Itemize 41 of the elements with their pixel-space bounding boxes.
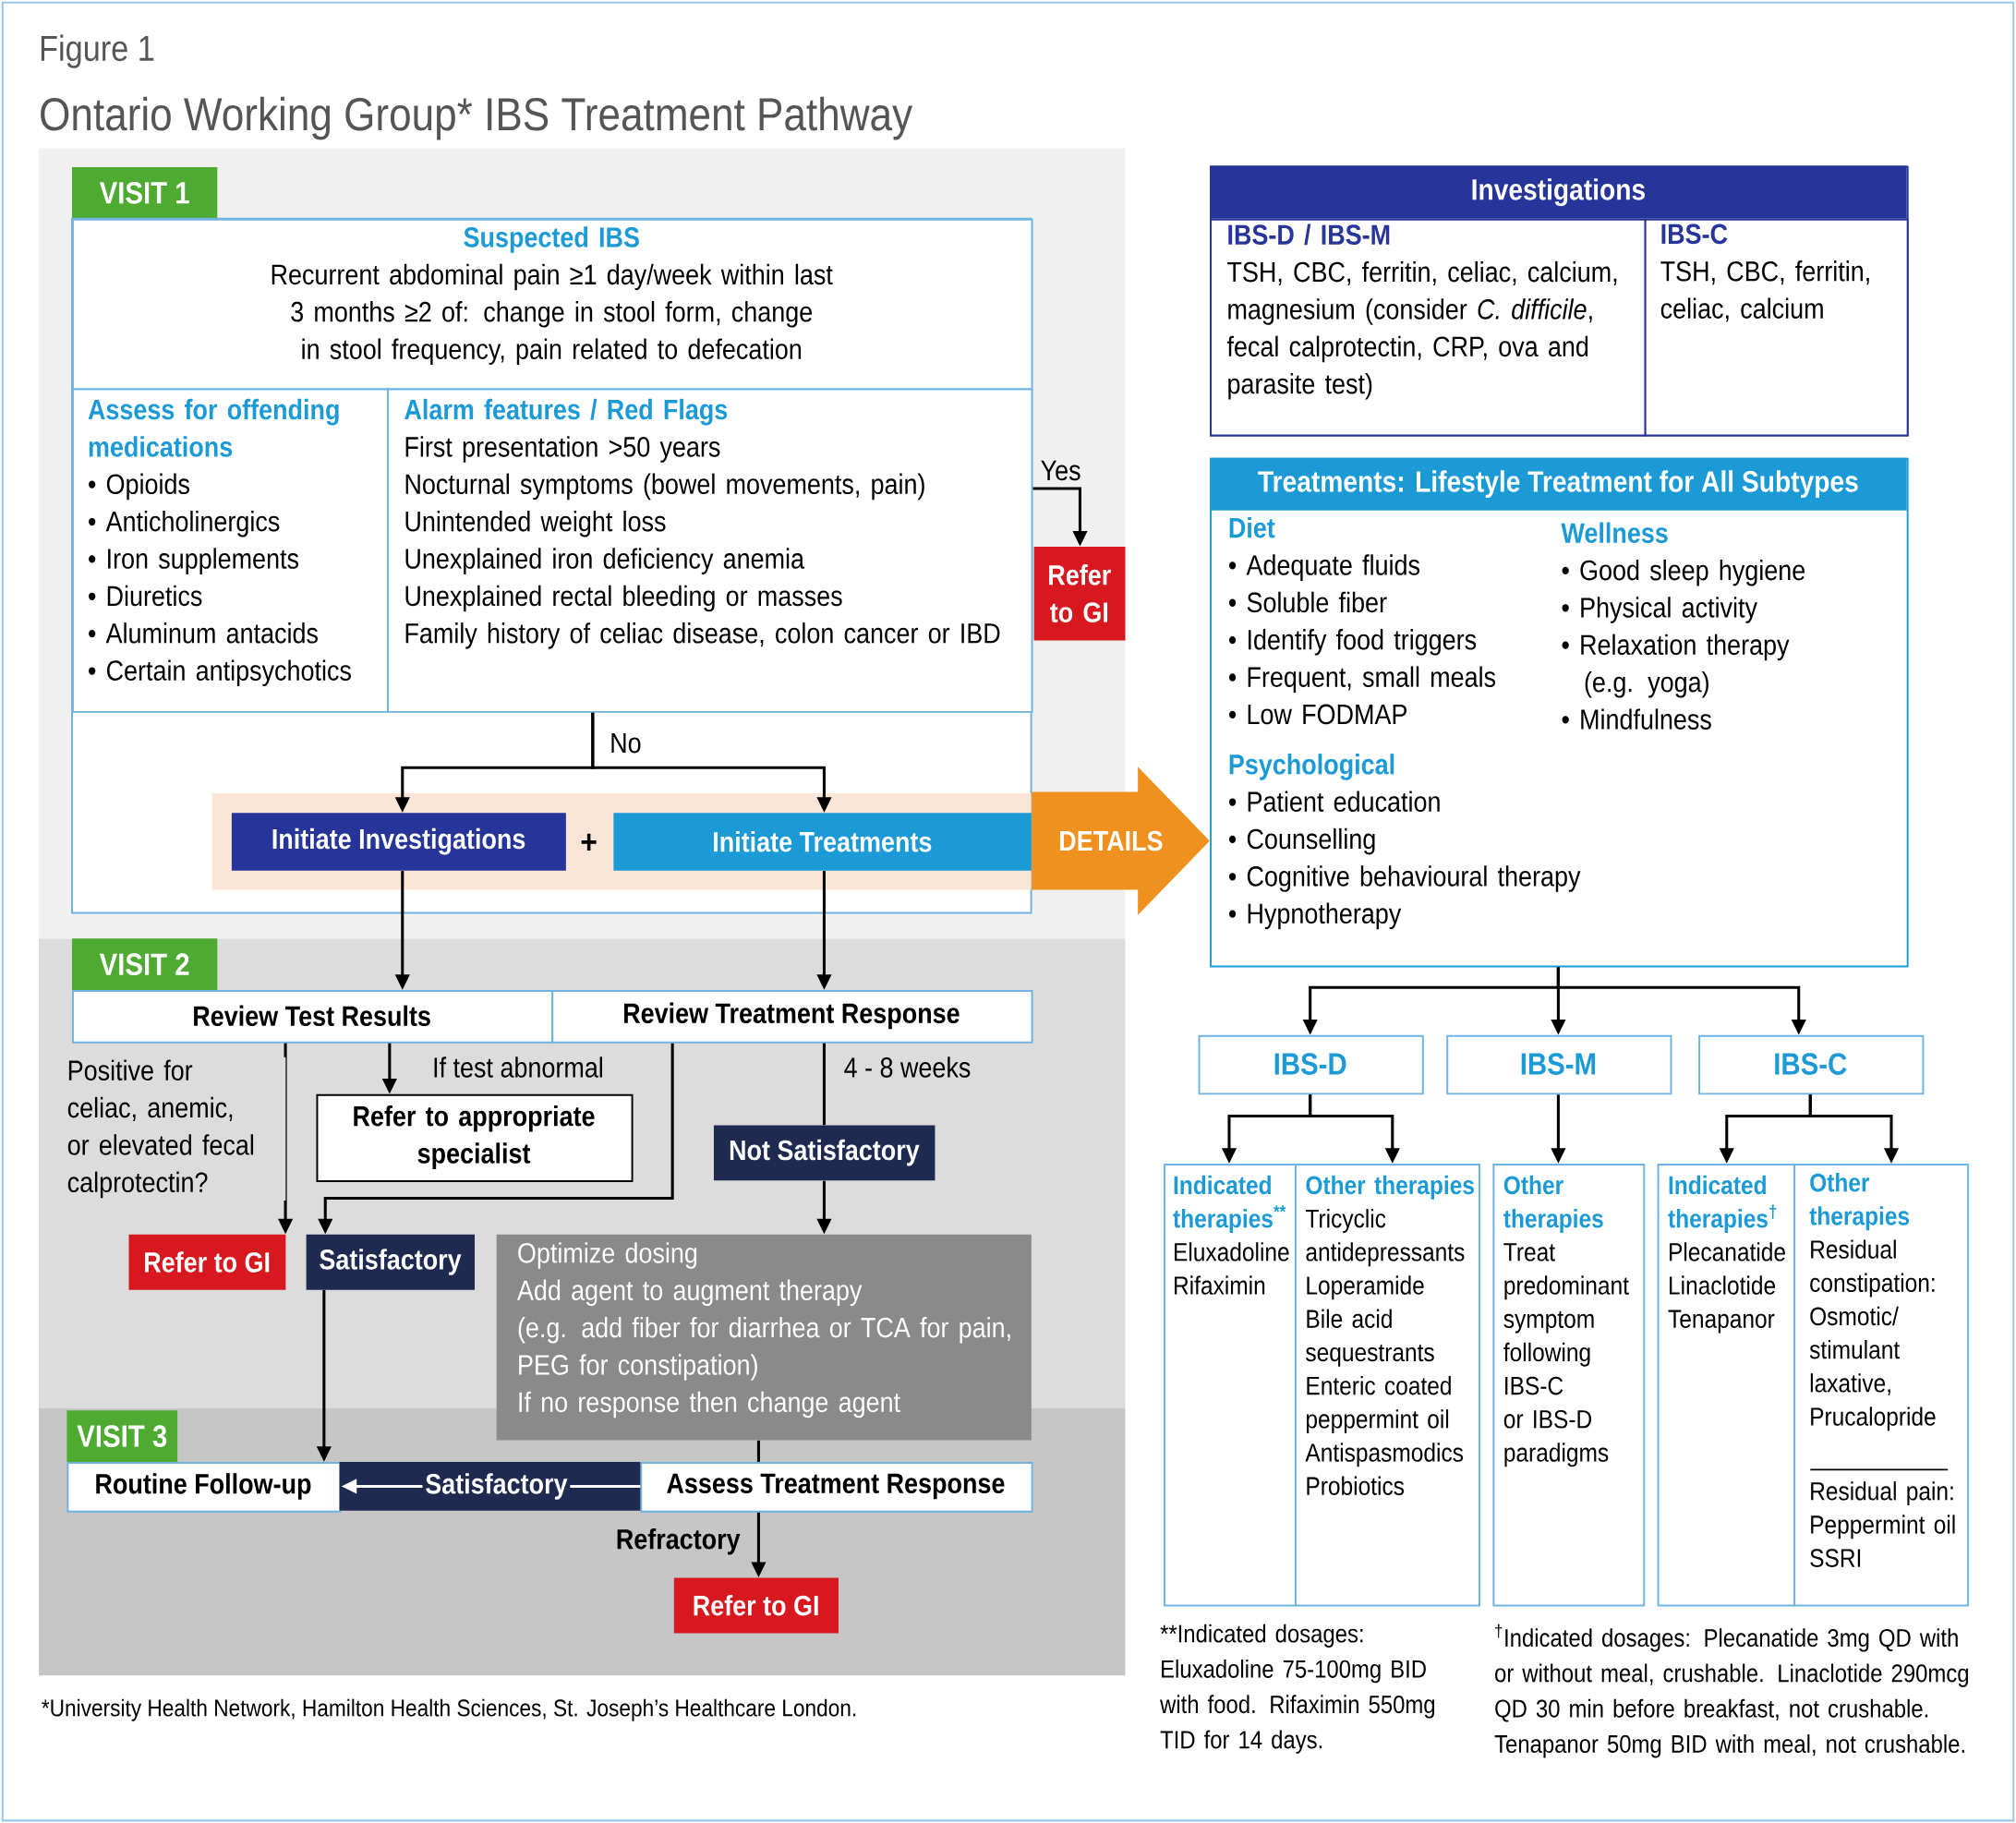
edge-label: If test abnormal: [429, 1054, 607, 1081]
subtype-box: IBS-C: [1698, 1034, 1925, 1095]
therapy-box: Other therapies Tricyclic antidepressants Loperamide Bile acid sequestrants Enteric coated peppermint oil Antispasmodics Probiotics: [1295, 1163, 1480, 1607]
medication-list-box: Assess for offending medications • Opioids • Anticholinergics • Iron supplements • Diuretics • Aluminum antacids • Certain antipsychotics: [71, 388, 389, 713]
footnote: *University Health Network, Hamilton Health Sciences, St. Joseph’s Healthcare London.: [42, 1698, 856, 1721]
therapy-box: Indicated therapies$^{†}$ Plecanatide Linaclotide Tenapanor: [1657, 1163, 1796, 1607]
therapy-box: Indicated therapies$^{**}$ Eluxadoline Rifaximin: [1163, 1163, 1297, 1607]
edge-label: Positive for celiac, anemic, or elevated fecal calprotectin?: [64, 1056, 286, 1201]
therapy-box: Other therapies Residual constipation: Osmotic/ stimulant laxative, Prucalopride Residual pain: Peppermint oil SSRI: [1793, 1163, 1970, 1607]
edge-label: Yes: [1037, 458, 1084, 483]
referral-box: Refer to appropriate specialist: [316, 1093, 634, 1182]
edge-label: No: [607, 730, 645, 756]
referral-box: Refer to GI: [673, 1577, 839, 1634]
therapy-box: Other therapies Treat predominant symptom following IBS-C or IBS-D paradigms: [1492, 1163, 1646, 1607]
referral-box: Refer to GI: [128, 1234, 286, 1290]
investigation-column: IBS-D / IBS-M TSH, CBC, ferritin, celiac, calcium, magnesium (consider C. difficile, fecal calprotectin, CRP, ova and parasite test): [1210, 218, 1647, 437]
process-box: Initiate Treatments: [613, 813, 1032, 871]
footnote: **Indicated dosages: Eluxadoline 75-100mg BID with food. Rifaximin 550mg TID for 14 days.: [1160, 1624, 1435, 1754]
treatments-panel: Treatments: Lifestyle Treatment for All Subtypes Diet • Adequate fluids • Soluble fiber • Identify food triggers • Frequent, small meals • Low FODMAP Wellness • Good sleep hygiene • Physical activity • Relaxation therapy (e.g. yoga) • Mindfulness Psychological • Patient education • Counselling • Cognitive behavioural therapy • Hypnotherapy: [1210, 457, 1909, 968]
process-box: Review Test Results: [71, 989, 554, 1044]
process-box: Initiate Investigations: [231, 813, 566, 871]
investigation-column: IBS-C TSH, CBC, ferritin, celiac, calcium: [1644, 218, 1909, 437]
footnote: $^{†}$Indicated dosages: Plecanatide 3mg QD with or without meal, crushable. Linaclotide 290mcg QD 30 min before breakfast, not crushable. Tenapanor 50mg BID with meal, not crushable.: [1494, 1624, 1968, 1758]
process-box: Routine Follow-up: [66, 1461, 342, 1513]
connector-line: [756, 1440, 760, 1462]
process-box: Review Treatment Response: [551, 989, 1033, 1044]
connector-line: [822, 1043, 826, 1126]
edge-label: Satisfactory: [422, 1470, 571, 1503]
outcome-box: Not Satisfactory: [713, 1125, 936, 1181]
referral-box: Refer to GI: [1033, 546, 1126, 641]
title: Ontario Working Group* IBS Treatment Pathway: [41, 96, 913, 140]
action-box: Optimize dosing Add agent to augment therapy (e.g. add fiber for diarrhea or TCA for pain, PEG for constipation) If no response then change agent: [496, 1234, 1032, 1441]
criteria-box: Suspected IBS Recurrent abdominal pain ≥1 day/week within last 3 months ≥2 of: change in stool form, change in stool frequency, pain related to defecation: [71, 218, 1033, 391]
edge-label: 4 - 8 weeks: [840, 1054, 974, 1081]
figure-label: Figure 1: [41, 34, 154, 68]
outcome-box: Satisfactory: [306, 1234, 475, 1290]
edge-label: Refractory: [613, 1526, 743, 1558]
subtype-box: IBS-M: [1446, 1034, 1672, 1095]
plus-sign: +: [581, 833, 597, 851]
process-box: Assess Treatment Response: [640, 1461, 1033, 1513]
subtype-box: IBS-D: [1198, 1034, 1424, 1095]
